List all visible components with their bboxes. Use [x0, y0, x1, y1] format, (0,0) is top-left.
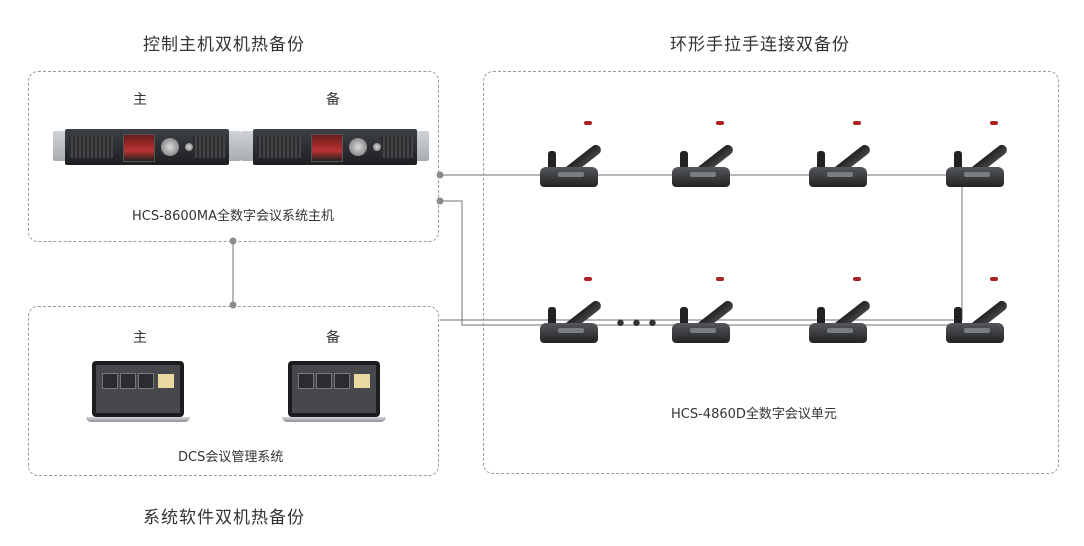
host-backup-tag: 备 — [326, 92, 340, 108]
rack-host-main-icon — [53, 129, 241, 165]
laptop-main-icon — [86, 361, 190, 427]
conference-mic-unit-icon — [807, 121, 872, 191]
conference-mic-unit-icon — [670, 277, 735, 347]
laptop-backup-icon — [282, 361, 386, 427]
host-main-tag: 主 — [133, 92, 147, 108]
rack-host-backup-icon — [241, 129, 429, 165]
software-backup-title: 系统软件双机热备份 — [143, 508, 305, 528]
unit-caption: HCS-4860D全数字会议单元 — [671, 407, 837, 422]
software-backup-tag: 备 — [326, 330, 340, 346]
conference-unit-box — [483, 71, 1059, 474]
more-units-ellipsis: ••• — [614, 312, 662, 337]
host-backup-box — [28, 71, 439, 242]
conference-mic-unit-icon — [670, 121, 735, 191]
conference-mic-unit-icon — [807, 277, 872, 347]
conference-mic-unit-icon — [944, 121, 1009, 191]
software-caption: DCS会议管理系统 — [178, 450, 284, 465]
software-backup-box — [28, 306, 439, 476]
conference-mic-unit-icon — [944, 277, 1009, 347]
host-backup-title: 控制主机双机热备份 — [143, 35, 305, 55]
host-caption: HCS-8600MA全数字会议系统主机 — [132, 209, 334, 224]
ring-backup-title: 环形手拉手连接双备份 — [670, 35, 850, 55]
conference-mic-unit-icon — [538, 121, 603, 191]
software-main-tag: 主 — [133, 330, 147, 346]
conference-mic-unit-icon — [538, 277, 603, 347]
